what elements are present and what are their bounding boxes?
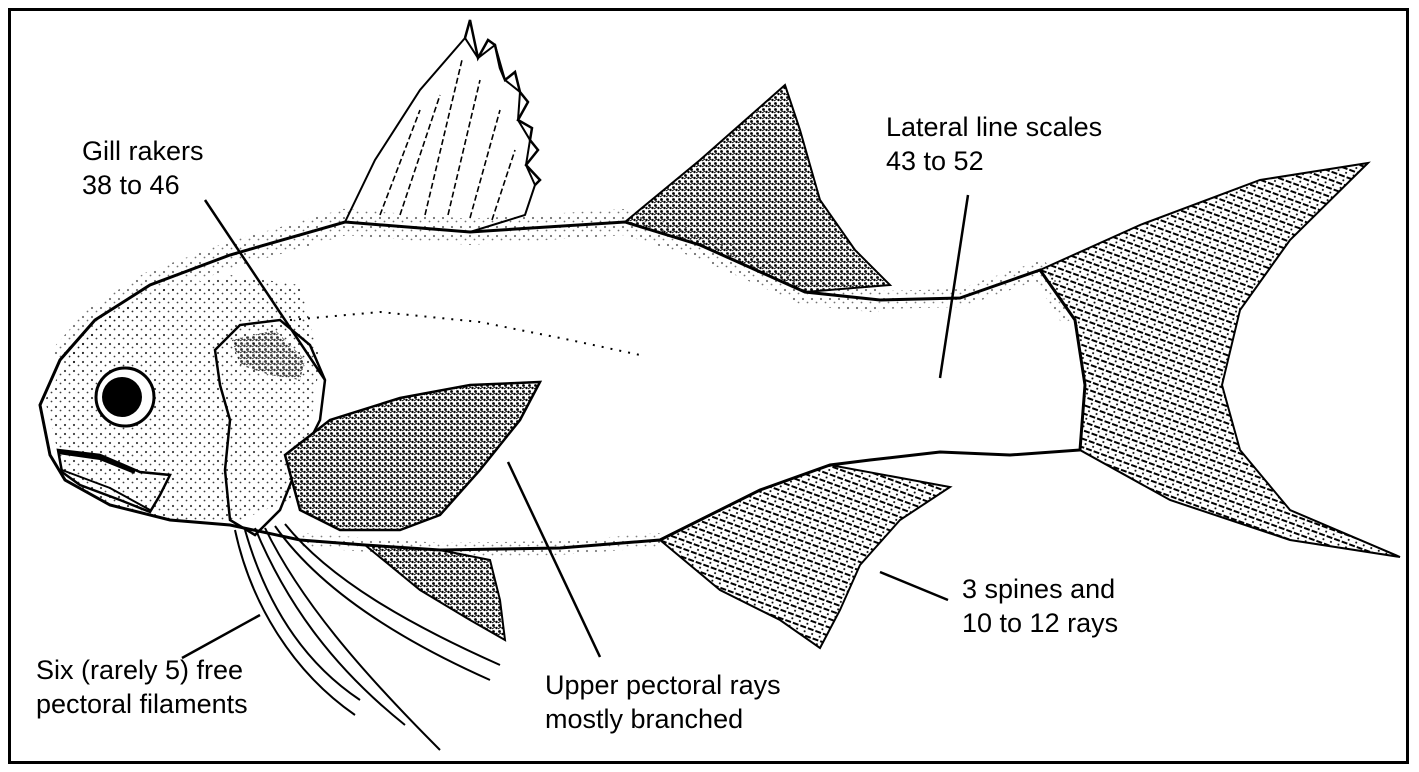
pectoral-rays-label-line2: mostly branched [545, 702, 781, 736]
pectoral-rays-label-line1: Upper pectoral rays [545, 668, 781, 702]
caudal-fin [1040, 163, 1400, 557]
leader-filaments [182, 615, 260, 658]
filaments-label: Six (rarely 5) free pectoral filaments [36, 653, 248, 721]
gill-rakers-label: Gill rakers 38 to 46 [82, 134, 204, 202]
filaments-label-line1: Six (rarely 5) free [36, 653, 248, 687]
gill-rakers-label-line2: 38 to 46 [82, 168, 204, 202]
lateral-line-label-line1: Lateral line scales [886, 110, 1102, 144]
anal-fin-label-line2: 10 to 12 rays [962, 606, 1118, 640]
anal-fin-label: 3 spines and 10 to 12 rays [962, 572, 1118, 640]
gill-rakers-label-line1: Gill rakers [82, 134, 204, 168]
first-dorsal-fin [345, 20, 540, 232]
leader-anal-fin [880, 572, 948, 600]
lateral-line-label: Lateral line scales 43 to 52 [886, 110, 1102, 178]
pectoral-rays-label: Upper pectoral rays mostly branched [545, 668, 781, 736]
anal-fin-label-line1: 3 spines and [962, 572, 1118, 606]
filaments-label-line2: pectoral filaments [36, 687, 248, 721]
eye [96, 368, 154, 426]
lateral-line-label-line2: 43 to 52 [886, 144, 1102, 178]
